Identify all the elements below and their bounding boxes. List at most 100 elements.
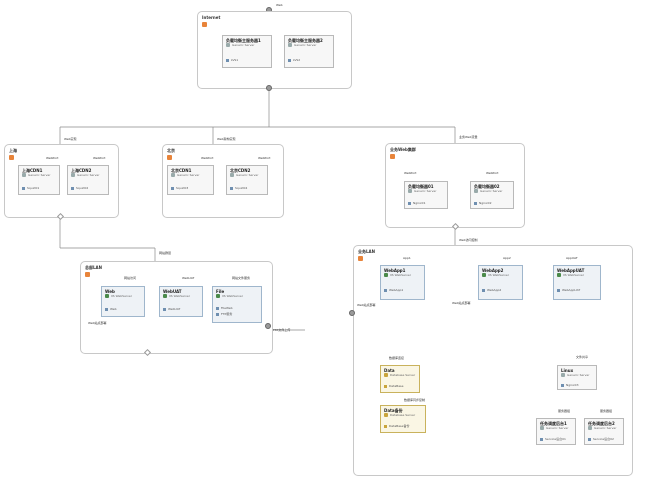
box-subtitle: Database Server [390, 373, 416, 377]
box-component: WebAppUAT [557, 288, 580, 292]
server-sh-cdn2[interactable]: 上海CDN2 Generic Server Squid02 [67, 165, 109, 195]
component-label: LVS2 [293, 58, 301, 62]
component-icon [384, 384, 387, 388]
server-icon [230, 173, 234, 177]
component-icon [226, 58, 229, 62]
box-component: WebApp2 [482, 288, 501, 292]
server-lb2[interactable]: 负载均衡主服务器2 Generic Server LVS2 [284, 35, 334, 68]
server-icon [171, 173, 175, 177]
lan-file-label: 网站文件服务 [232, 276, 251, 280]
component-label: WebUAT [168, 307, 181, 311]
zone-lan-left-title: 总部LAN [85, 265, 102, 270]
box-title: File [216, 289, 225, 294]
app2-label: App2 [503, 256, 511, 260]
iis-icon [557, 273, 561, 277]
component-label: Nginx01 [413, 201, 426, 205]
server-webapp1[interactable]: WebApp1 IIS WebServer WebApp1 [380, 265, 425, 300]
box-title: WebUAT [163, 289, 182, 294]
server-icon [588, 426, 592, 430]
component-icon [408, 201, 411, 205]
cluster-icon [9, 155, 14, 160]
component-label: FTP服务 [221, 312, 233, 316]
cluster-icon [358, 256, 363, 261]
component-icon [288, 58, 291, 62]
server-proxy1[interactable]: 负载均衡器01 Generic Server Nginx01 [404, 181, 448, 209]
box-component: Squid03 [171, 186, 188, 190]
box-component: Nginx01 [408, 201, 425, 205]
deploy-left-label: 服务器组 [558, 409, 571, 413]
server-file[interactable]: File IIS WebServer FileWeb FTP服务 [212, 286, 262, 323]
component-icon [22, 186, 25, 190]
lan-right-left-port[interactable] [349, 310, 355, 316]
box-subtitle: Generic Server [480, 189, 503, 193]
server-proxy2[interactable]: 负载均衡器02 Generic Server Nginx02 [470, 181, 514, 209]
box-component: Web [105, 307, 117, 311]
cluster-icon [85, 272, 90, 277]
component-label: Nginx03 [566, 383, 579, 387]
box-title: 北京CDN2 [230, 168, 251, 173]
webport-label: WebPort [93, 156, 106, 160]
box-component: Squid04 [230, 186, 247, 190]
iis-icon [105, 294, 109, 298]
zone-lan-right-title: 业务LAN [358, 249, 375, 254]
web-deploy-label: Web站点部署 [452, 301, 471, 305]
component-label: WebApp1 [389, 288, 404, 292]
server-bj-cdn1[interactable]: 北京CDN1 Generic Server Squid03 [167, 165, 214, 195]
server-webuat[interactable]: WebUAT IIS WebServer WebUAT [159, 286, 203, 317]
server-icon [226, 43, 230, 47]
server-bj-cdn2[interactable]: 北京CDN2 Generic Server Squid04 [226, 165, 268, 195]
webport-label: WebPort [486, 171, 499, 175]
box-subtitle: Generic Server [567, 373, 590, 377]
server-webappuat[interactable]: WebAppUAT IIS WebServer WebAppUAT [553, 265, 601, 300]
component-label: Squid01 [27, 186, 40, 190]
server-icon [561, 373, 565, 377]
box-title: WebApp2 [482, 268, 504, 273]
box-title: Linux [561, 368, 574, 373]
server-linux[interactable]: Linux Generic Server Nginx03 [557, 365, 597, 390]
box-subtitle: Generic Server [414, 189, 437, 193]
component-icon [171, 186, 174, 190]
component-label: FileWeb [221, 306, 233, 310]
server-webapp2[interactable]: WebApp2 IIS WebServer WebApp2 [478, 265, 523, 300]
zone-cloud-title: 业务Web集群 [390, 147, 416, 152]
internet-bottom-port[interactable] [266, 85, 272, 91]
server-svc1[interactable]: 任务调度后台1 Generic Server Service后台01 [536, 418, 576, 445]
ftp-edge-label: FTP文件上传 [273, 328, 291, 332]
component-icon [557, 288, 560, 292]
box-component: LVS2 [288, 58, 300, 62]
box-subtitle: Generic Server [594, 426, 617, 430]
database-icon [384, 373, 388, 377]
component-label: WebAppUAT [562, 288, 581, 292]
component-label: Service后台02 [593, 437, 614, 441]
server-databak[interactable]: Data备份 Database Server DataBase备份 [380, 405, 426, 433]
component-icon [216, 306, 219, 310]
component-label: Nginx02 [479, 201, 492, 205]
box-subtitle: Generic Server [232, 43, 255, 47]
server-lb1[interactable]: 负载均衡主服务器1 Generic Server LVS1 [222, 35, 272, 68]
box-component: Nginx03 [561, 383, 578, 387]
lan-webuat-label: WebUAT [182, 276, 195, 280]
server-icon [474, 189, 478, 193]
server-icon [540, 426, 544, 430]
ftp-port[interactable] [265, 323, 271, 329]
zone-internet-title: Internet [202, 15, 221, 20]
server-sh-cdn1[interactable]: 上海CDN1 Generic Server Squid01 [18, 165, 60, 195]
component-icon [540, 437, 543, 441]
linux-file-label: 文件共享 [576, 355, 589, 359]
box-component: DataBase备份 [384, 424, 409, 428]
cluster-icon [202, 22, 207, 27]
server-icon [71, 173, 75, 177]
server-svc2[interactable]: 任务调度后台2 Generic Server Service后台02 [584, 418, 624, 445]
server-data[interactable]: Data Database Server DataBase [380, 365, 420, 393]
box-title: WebApp1 [384, 268, 406, 273]
server-web[interactable]: Web IIS WebServer Web [101, 286, 145, 317]
box-title: WebAppUAT [557, 268, 585, 273]
zone-shanghai-title: 上海 [9, 148, 17, 153]
edge-label-lan-right: Web访问控制 [459, 238, 478, 242]
component-label: Service后台01 [545, 437, 566, 441]
box-subtitle: IIS WebServer [222, 294, 244, 298]
appuat-label: AppUAT [566, 256, 578, 260]
box-subtitle: Database Server [390, 413, 416, 417]
component-label: Squid02 [76, 186, 89, 190]
box-title: 负载均衡器02 [474, 184, 500, 189]
